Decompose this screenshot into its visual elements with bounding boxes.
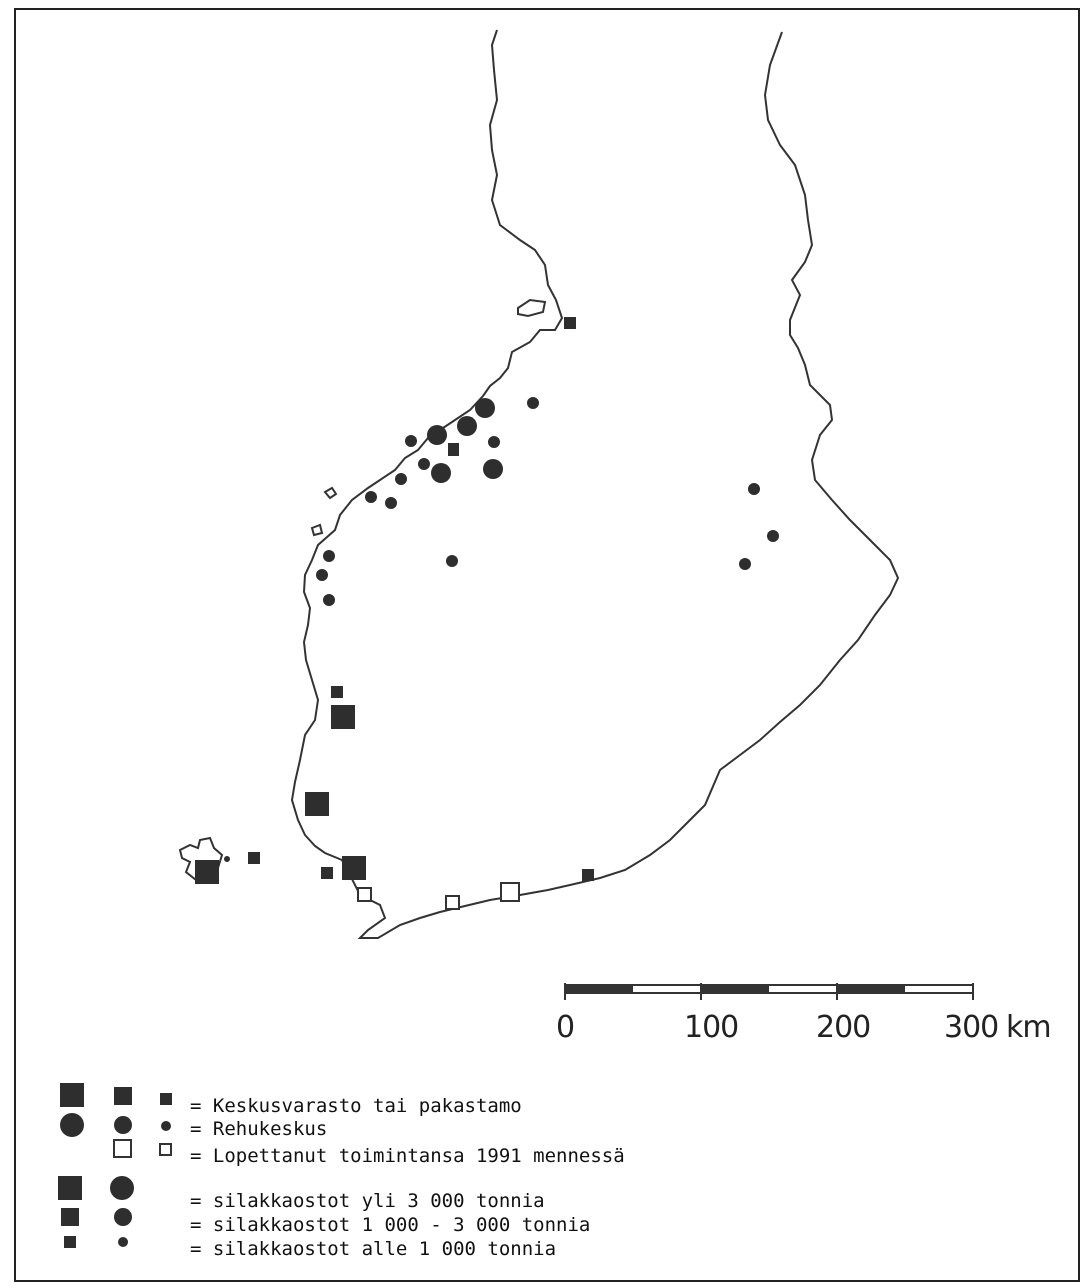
legend-square-large [60, 1083, 84, 1107]
legend-square-small [160, 1093, 172, 1105]
feed-center-small [365, 491, 377, 503]
legend-size-circle-medium [114, 1208, 132, 1226]
legend-size-circle-large [110, 1176, 134, 1200]
feed-center-small [767, 530, 779, 542]
feed-center-small [739, 558, 751, 570]
feed-center-small [446, 555, 458, 567]
feed-center-small [405, 435, 417, 447]
feed-center-small [527, 397, 539, 409]
legend-circle-small [161, 1121, 171, 1131]
feed-center-small [316, 569, 328, 581]
closed-site-small [445, 895, 460, 910]
warehouse-large [195, 860, 219, 884]
legend-circle-medium [114, 1116, 132, 1134]
feed-center-small [418, 458, 430, 470]
scale-tick-200: 200 [816, 1010, 871, 1045]
feed-center-small [748, 483, 760, 495]
scale-tick-100: 100 [684, 1010, 739, 1045]
feed-center-large [483, 459, 503, 479]
warehouse-small [248, 852, 260, 864]
legend-size-medium-label: = silakkaostot 1 000 - 3 000 tonnia [190, 1214, 591, 1236]
feed-center-small [385, 497, 397, 509]
warehouse-small [564, 317, 576, 329]
warehouse-small [448, 443, 459, 456]
legend-size-small-label: = silakkaostot alle 1 000 tonnia [190, 1238, 557, 1260]
feed-center-large [475, 398, 495, 418]
feed-center-tiny [224, 856, 230, 862]
warehouse-small [582, 869, 594, 881]
western-border-line [290, 29, 900, 939]
closed-site-small [357, 887, 372, 902]
legend-size-square-small [64, 1236, 76, 1248]
scale-bar [564, 983, 974, 1000]
legend-size-large-label: = silakkaostot yli 3 000 tonnia [190, 1190, 545, 1212]
legend-circle-large [60, 1113, 84, 1137]
island-west [310, 523, 324, 537]
legend-feed-center-label: = Rehukeskus [190, 1118, 328, 1140]
warehouse-large [305, 792, 329, 816]
legend-size-square-large [58, 1176, 82, 1200]
map-frame [14, 8, 1080, 1282]
feed-center-large [431, 463, 451, 483]
feed-center-small [395, 473, 407, 485]
warehouse-small [321, 867, 333, 879]
legend-open-square-small [159, 1143, 172, 1156]
feed-center-large [457, 416, 477, 436]
feed-center-small [488, 436, 500, 448]
scale-tick-300: 300 [944, 1010, 999, 1045]
warehouse-small [331, 686, 343, 698]
scale-unit: km [1006, 1010, 1052, 1045]
legend-open-square-medium [113, 1139, 132, 1158]
legend-square-medium [114, 1087, 132, 1105]
legend-size-square-medium [61, 1208, 79, 1226]
island-mid [323, 486, 338, 500]
closed-site-medium [500, 882, 520, 902]
feed-center-large [427, 425, 447, 445]
feed-center-small [323, 594, 335, 606]
legend-warehouse-label: = Keskusvarasto tai pakastamo [190, 1095, 522, 1117]
scale-tick-0: 0 [556, 1010, 575, 1045]
legend-closed-label: = Lopettanut toimintansa 1991 mennessä [190, 1145, 625, 1167]
legend-size-circle-small [118, 1237, 128, 1247]
warehouse-large [331, 705, 355, 729]
feed-center-small [323, 550, 335, 562]
aland-islands [178, 836, 224, 882]
warehouse-large [342, 856, 366, 880]
island-north [517, 298, 547, 318]
